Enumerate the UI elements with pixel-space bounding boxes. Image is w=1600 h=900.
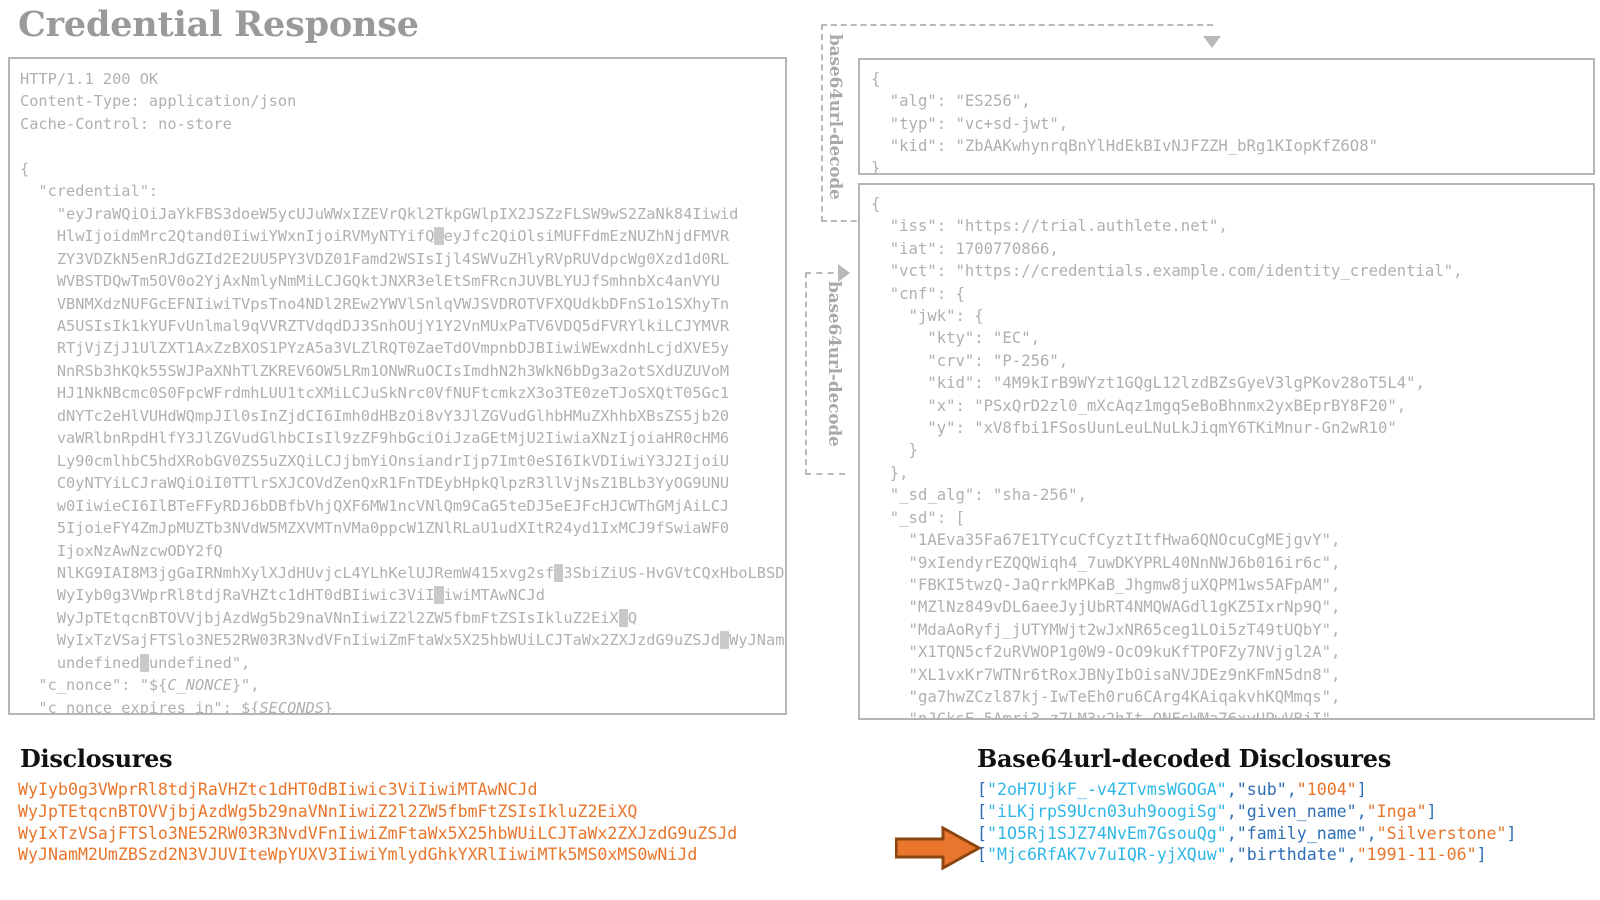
connector-arrowhead-right-icon [838,264,850,282]
disclosure-claim-name: "family_name" [1236,823,1367,843]
disclosure-claim-name: "given_name" [1236,801,1357,821]
sd-jwt-separator: ~ [139,653,149,672]
disclosure-claim-value: "Inga" [1366,801,1427,821]
disclosure-salt: "iLKjrpS9Ucn03uh9oogiSg" [987,801,1227,821]
decoded-disclosures-list: ["2oH7UjkF_-v4ZTvmsWGOGA","sub","1004"] [… [977,779,1517,866]
decoded-disclosure-item: ["Mjc6RfAK7v7uIQR-yjXQuw","birthdate","1… [977,845,1487,865]
credential-response-code: HTTP/1.1 200 OK Content-Type: applicatio… [20,70,785,715]
highlight-pointer-arrow-icon [895,825,981,871]
base64url-decode-header-label: base64url-decode [825,34,845,200]
disclosure-claim-name: "birthdate" [1236,845,1347,865]
decoded-disclosure-item: ["1O5Rj1SJZ74NvEm7GsouQg","family_name",… [977,823,1517,843]
sd-jwt-separator: ~ [618,608,628,627]
jwt-payload-panel: { "iss": "https://trial.authlete.net", "… [858,183,1595,720]
disclosure-claim-value: "1004" [1296,780,1357,799]
sd-jwt-separator: ~ [434,586,444,605]
jwt-separator: . [434,227,444,246]
credential-response-panel: HTTP/1.1 200 OK Content-Type: applicatio… [8,57,787,715]
disclosure-claim-value: "Silverstone" [1376,823,1507,843]
disclosure-item: WyJpTEtqcnBTOVVjbjAzdWg5b29naVNnIiwiZ2l2… [18,801,638,821]
disclosures-list: WyIyb0g3VWprRl8tdjRaVHZtc1dHT0dBIiwic3Vi… [18,779,737,866]
decoded-disclosure-item: ["iLKjrpS9Ucn03uh9oogiSg","given_name","… [977,801,1437,821]
base64url-decode-payload-label: base64url-decode [824,281,844,447]
disclosures-heading: Disclosures [20,744,173,773]
jwt-separator: . [554,563,564,582]
disclosure-claim-name: "sub" [1236,780,1287,799]
disclosure-item: WyIxTzVSajFTSlo3NE52RW03R3NvdVFnIiwiZmFt… [18,823,738,843]
decoded-disclosure-item: ["2oH7UjkF_-v4ZTvmsWGOGA","sub","1004"] [977,780,1367,799]
disclosure-item: WyIyb0g3VWprRl8tdjRaVHZtc1dHT0dBIiwic3Vi… [18,780,538,799]
c-nonce-line: "c_nonce": "${C_NONCE}", [38,676,260,695]
jwt-header-panel: { "alg": "ES256", "typ": "vc+sd-jwt", "k… [858,58,1595,175]
connector-arrowhead-down-icon [1203,36,1221,48]
disclosure-salt: "1O5Rj1SJZ74NvEm7GsouQg" [987,823,1227,843]
disclosure-claim-value: "1991-11-06" [1356,845,1477,865]
jwt-payload-json: { "iss": "https://trial.authlete.net", "… [871,195,1463,720]
disclosure-item: WyJNamM2UmZBSzd2N3VJUVIteWpYUXV3IiwiYmly… [18,845,698,865]
sd-jwt-separator: ~ [719,631,730,650]
jwt-header-json: { "alg": "ES256", "typ": "vc+sd-jwt", "k… [871,70,1378,175]
c-nonce-expires-line: "c_nonce_expires_in": ${SECONDS} [38,698,334,715]
base64url-decode-payload-connector [805,272,845,475]
page-title: Credential Response [18,4,419,45]
disclosure-salt: "Mjc6RfAK7v7uIQR-yjXQuw" [987,845,1227,865]
decoded-disclosures-heading: Base64url-decoded Disclosures [977,744,1391,773]
disclosure-salt: "2oH7UjkF_-v4ZTvmsWGOGA" [987,780,1227,799]
